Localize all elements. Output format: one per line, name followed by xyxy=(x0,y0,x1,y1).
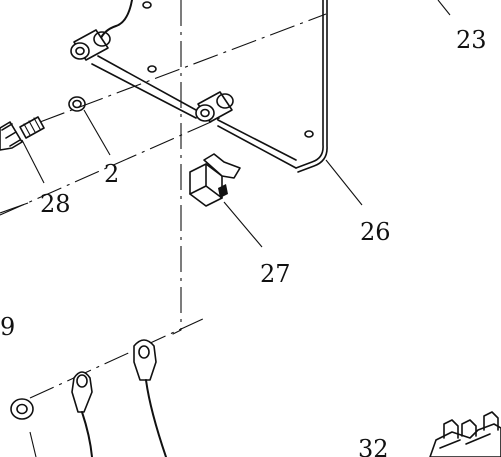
terminal-block-part-32 xyxy=(429,411,501,457)
callout-28: 28 xyxy=(40,190,71,218)
panel-phantom-outline xyxy=(172,0,182,335)
ring-terminal-right xyxy=(133,339,167,457)
standoff-spacer-upper xyxy=(70,29,111,61)
callout-9: 9 xyxy=(0,313,15,341)
washer-part-2 xyxy=(68,96,86,112)
callout-23: 23 xyxy=(456,26,487,54)
leader-lines xyxy=(0,0,451,457)
mounting-strap xyxy=(91,55,297,169)
standoff-spacer-lower xyxy=(195,91,234,123)
clip-part-27 xyxy=(189,153,241,207)
upper-wire xyxy=(99,0,152,41)
washer-lower-left xyxy=(10,398,34,420)
callout-32: 32 xyxy=(358,435,389,457)
callout-27: 27 xyxy=(260,260,291,288)
ring-terminal-left xyxy=(71,371,93,457)
callout-26: 26 xyxy=(360,218,391,246)
mounting-plate xyxy=(295,0,328,173)
assembly-axis-lines xyxy=(0,13,327,399)
callout-2: 2 xyxy=(104,160,119,188)
bolt-part-28 xyxy=(0,116,45,151)
